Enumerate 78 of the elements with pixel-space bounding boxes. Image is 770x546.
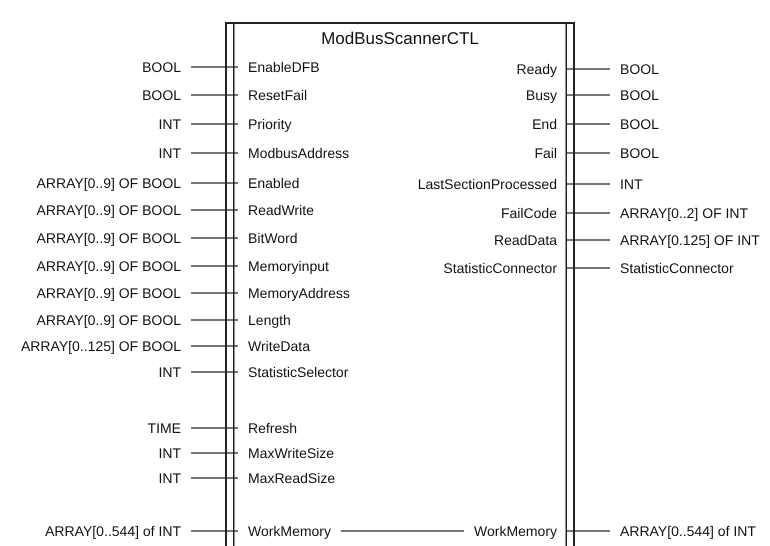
data-type-label: BOOL	[142, 59, 181, 75]
connector-line	[567, 212, 610, 214]
connector-line	[567, 152, 610, 154]
connector-line	[191, 427, 238, 429]
data-type-label: ARRAY[0..9] OF BOOL	[36, 258, 181, 274]
data-type-label: TIME	[148, 420, 181, 436]
input-pin-name: MemoryAddress	[248, 285, 350, 301]
connector-line	[567, 68, 610, 70]
input-pin-name: ModbusAddress	[248, 145, 350, 161]
connector-line	[340, 530, 464, 532]
connector-line	[191, 530, 238, 532]
input-pin-name: EnableDFB	[248, 59, 320, 75]
input-pin-name: ReadWrite	[248, 202, 314, 218]
output-pin-name: StatisticConnector	[443, 260, 557, 276]
data-type-label: ARRAY[0..2] OF INT	[620, 205, 748, 221]
data-type-label: BOOL	[620, 87, 659, 103]
input-pin-name: Enabled	[248, 175, 300, 191]
data-type-label: INT	[158, 364, 181, 380]
connector-line	[191, 292, 238, 294]
data-type-label: ARRAY[0..9] OF BOOL	[36, 230, 181, 246]
connector-line	[191, 94, 238, 96]
connector-line	[191, 123, 238, 125]
output-pin-name: End	[532, 116, 557, 132]
output-pin-name: ReadData	[494, 232, 557, 248]
block-title: ModBusScannerCTL	[320, 29, 480, 49]
data-type-label: BOOL	[620, 116, 659, 132]
input-pin-name: StatisticSelector	[248, 364, 348, 380]
data-type-label: INT	[158, 470, 181, 486]
connector-line	[567, 239, 610, 241]
input-pin-name: ResetFail	[248, 87, 308, 103]
function-block	[225, 22, 575, 546]
connector-line	[191, 182, 238, 184]
connector-line	[191, 237, 238, 239]
data-type-label: ARRAY[0..544] of INT	[620, 523, 756, 539]
connector-line	[191, 452, 238, 454]
input-pin-name: Refresh	[248, 420, 298, 436]
data-type-label: ARRAY[0..9] OF BOOL	[36, 312, 181, 328]
data-type-label: BOOL	[142, 87, 181, 103]
connector-line	[191, 152, 238, 154]
output-pin-name: Busy	[526, 87, 557, 103]
data-type-label: BOOL	[620, 145, 659, 161]
data-type-label: ARRAY[0..9] OF BOOL	[36, 285, 181, 301]
input-pin-name: Memoryinput	[248, 258, 329, 274]
input-pin-name: Length	[248, 312, 291, 328]
input-pin-name: MaxReadSize	[248, 470, 336, 486]
connector-line	[191, 371, 238, 373]
data-type-label: BOOL	[620, 61, 659, 77]
data-type-label: ARRAY[0..9] OF BOOL	[36, 175, 181, 191]
data-type-label: ARRAY[0..544] of INT	[45, 523, 181, 539]
input-pin-name: Priority	[248, 116, 292, 132]
connector-line	[567, 267, 610, 269]
connector-line	[191, 345, 238, 347]
connector-line	[191, 477, 238, 479]
data-type-label: INT	[158, 445, 181, 461]
data-type-label: INT	[620, 176, 643, 192]
data-type-label: ARRAY[0..125] OF BOOL	[20, 338, 181, 354]
connector-line	[191, 209, 238, 211]
output-pin-name: LastSectionProcessed	[418, 176, 557, 192]
connector-line	[567, 123, 610, 125]
output-pin-name: Fail	[534, 145, 557, 161]
data-type-label: ARRAY[0.125] OF INT	[620, 232, 760, 248]
input-pin-name: BitWord	[248, 230, 298, 246]
data-type-label: INT	[158, 145, 181, 161]
output-pin-name: Ready	[516, 61, 557, 77]
data-type-label: INT	[158, 116, 181, 132]
data-type-label: StatisticConnector	[620, 260, 734, 276]
output-pin-name: FailCode	[500, 205, 557, 221]
connector-line	[567, 94, 610, 96]
connector-line	[191, 265, 238, 267]
connector-line	[191, 66, 238, 68]
input-pin-name: MaxWriteSize	[248, 445, 334, 461]
data-type-label: ARRAY[0..9] OF BOOL	[36, 202, 181, 218]
connector-line	[567, 183, 610, 185]
input-pin-name: WriteData	[248, 338, 310, 354]
connector-line	[567, 530, 610, 532]
connector-line	[191, 319, 238, 321]
input-pin-name: WorkMemory	[248, 523, 331, 539]
output-pin-name: WorkMemory	[474, 523, 557, 539]
